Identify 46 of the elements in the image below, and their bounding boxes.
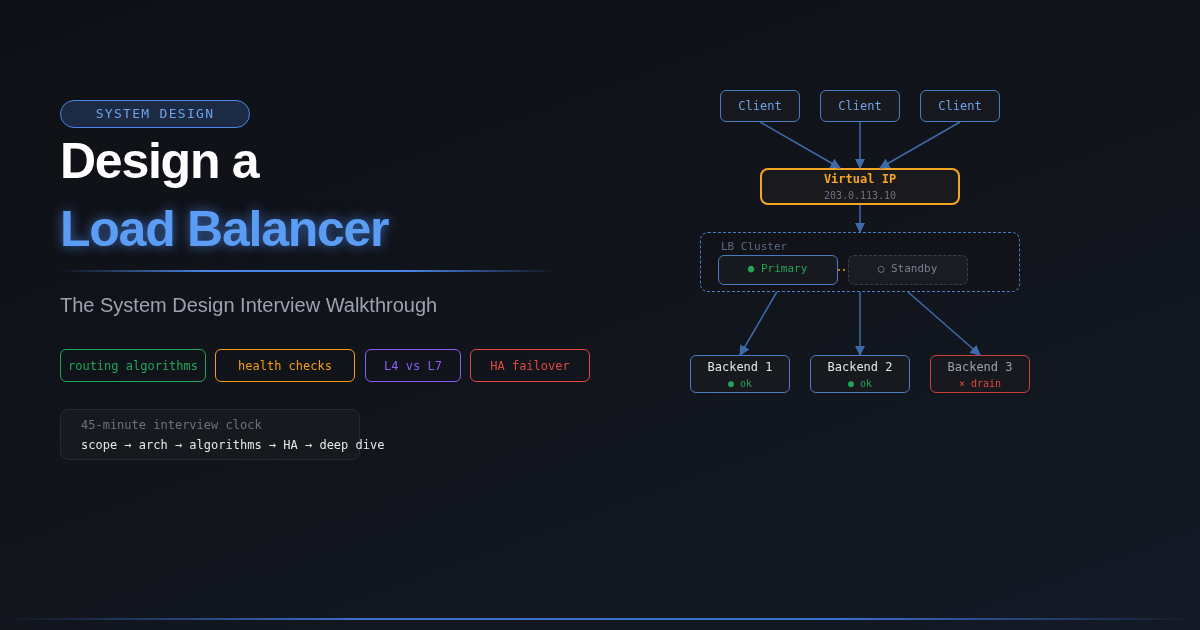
node-label: Client [838, 98, 882, 115]
node-label: Backend 1 [707, 358, 773, 376]
server-box [847, 254, 968, 285]
status-text: ● ok [847, 376, 873, 391]
server-box [717, 254, 838, 285]
category-text: SYSTEM DESIGN [95, 105, 215, 124]
topic-text: health checks [238, 357, 332, 375]
status-text: ● ok [727, 376, 753, 391]
backend-box [930, 355, 1030, 393]
cluster-label: LB Cluster [721, 239, 788, 255]
arrow [854, 121, 866, 170]
arrow [907, 291, 981, 356]
topic-text: HA failover [490, 357, 570, 375]
node-label: ○ Standby [877, 261, 938, 278]
topic-text: L4 vs L7 [384, 357, 442, 375]
topic-tag [365, 349, 461, 382]
subtitle: The System Design Interview Walkthrough [60, 293, 438, 318]
backend-box [810, 355, 910, 393]
note-heading: 45-minute interview clock [81, 416, 262, 434]
virtual-ip-box [760, 168, 960, 205]
arrow [759, 121, 841, 169]
node-label: Client [938, 98, 982, 115]
arrow [854, 204, 866, 234]
node-label: ● Primary [747, 261, 808, 278]
arrow [879, 121, 961, 169]
client-box [820, 90, 900, 122]
client-box [720, 90, 800, 122]
client-box [920, 90, 1000, 122]
node-label: Backend 2 [827, 358, 893, 376]
step-sequence: scope → arch → algorithms → HA → deep dive [81, 436, 385, 454]
topic-tag [60, 349, 206, 382]
heading-text: Design a [60, 136, 259, 186]
category-pill [60, 100, 250, 128]
topic-tag [215, 349, 355, 382]
arrow [854, 291, 866, 357]
status-text: × drain [958, 376, 1002, 391]
node-label: Backend 3 [947, 358, 1013, 376]
node-label: Client [738, 98, 782, 115]
cluster-container [700, 232, 1020, 292]
backend-box [690, 355, 790, 393]
topic-tag [470, 349, 590, 382]
heading-text: Load Balancer [60, 204, 389, 254]
node-label: Virtual IP [823, 171, 897, 188]
topic-text: routing algorithms [67, 357, 198, 375]
ip-address: 203.0.113.10 [823, 189, 897, 203]
arrow [739, 291, 778, 356]
